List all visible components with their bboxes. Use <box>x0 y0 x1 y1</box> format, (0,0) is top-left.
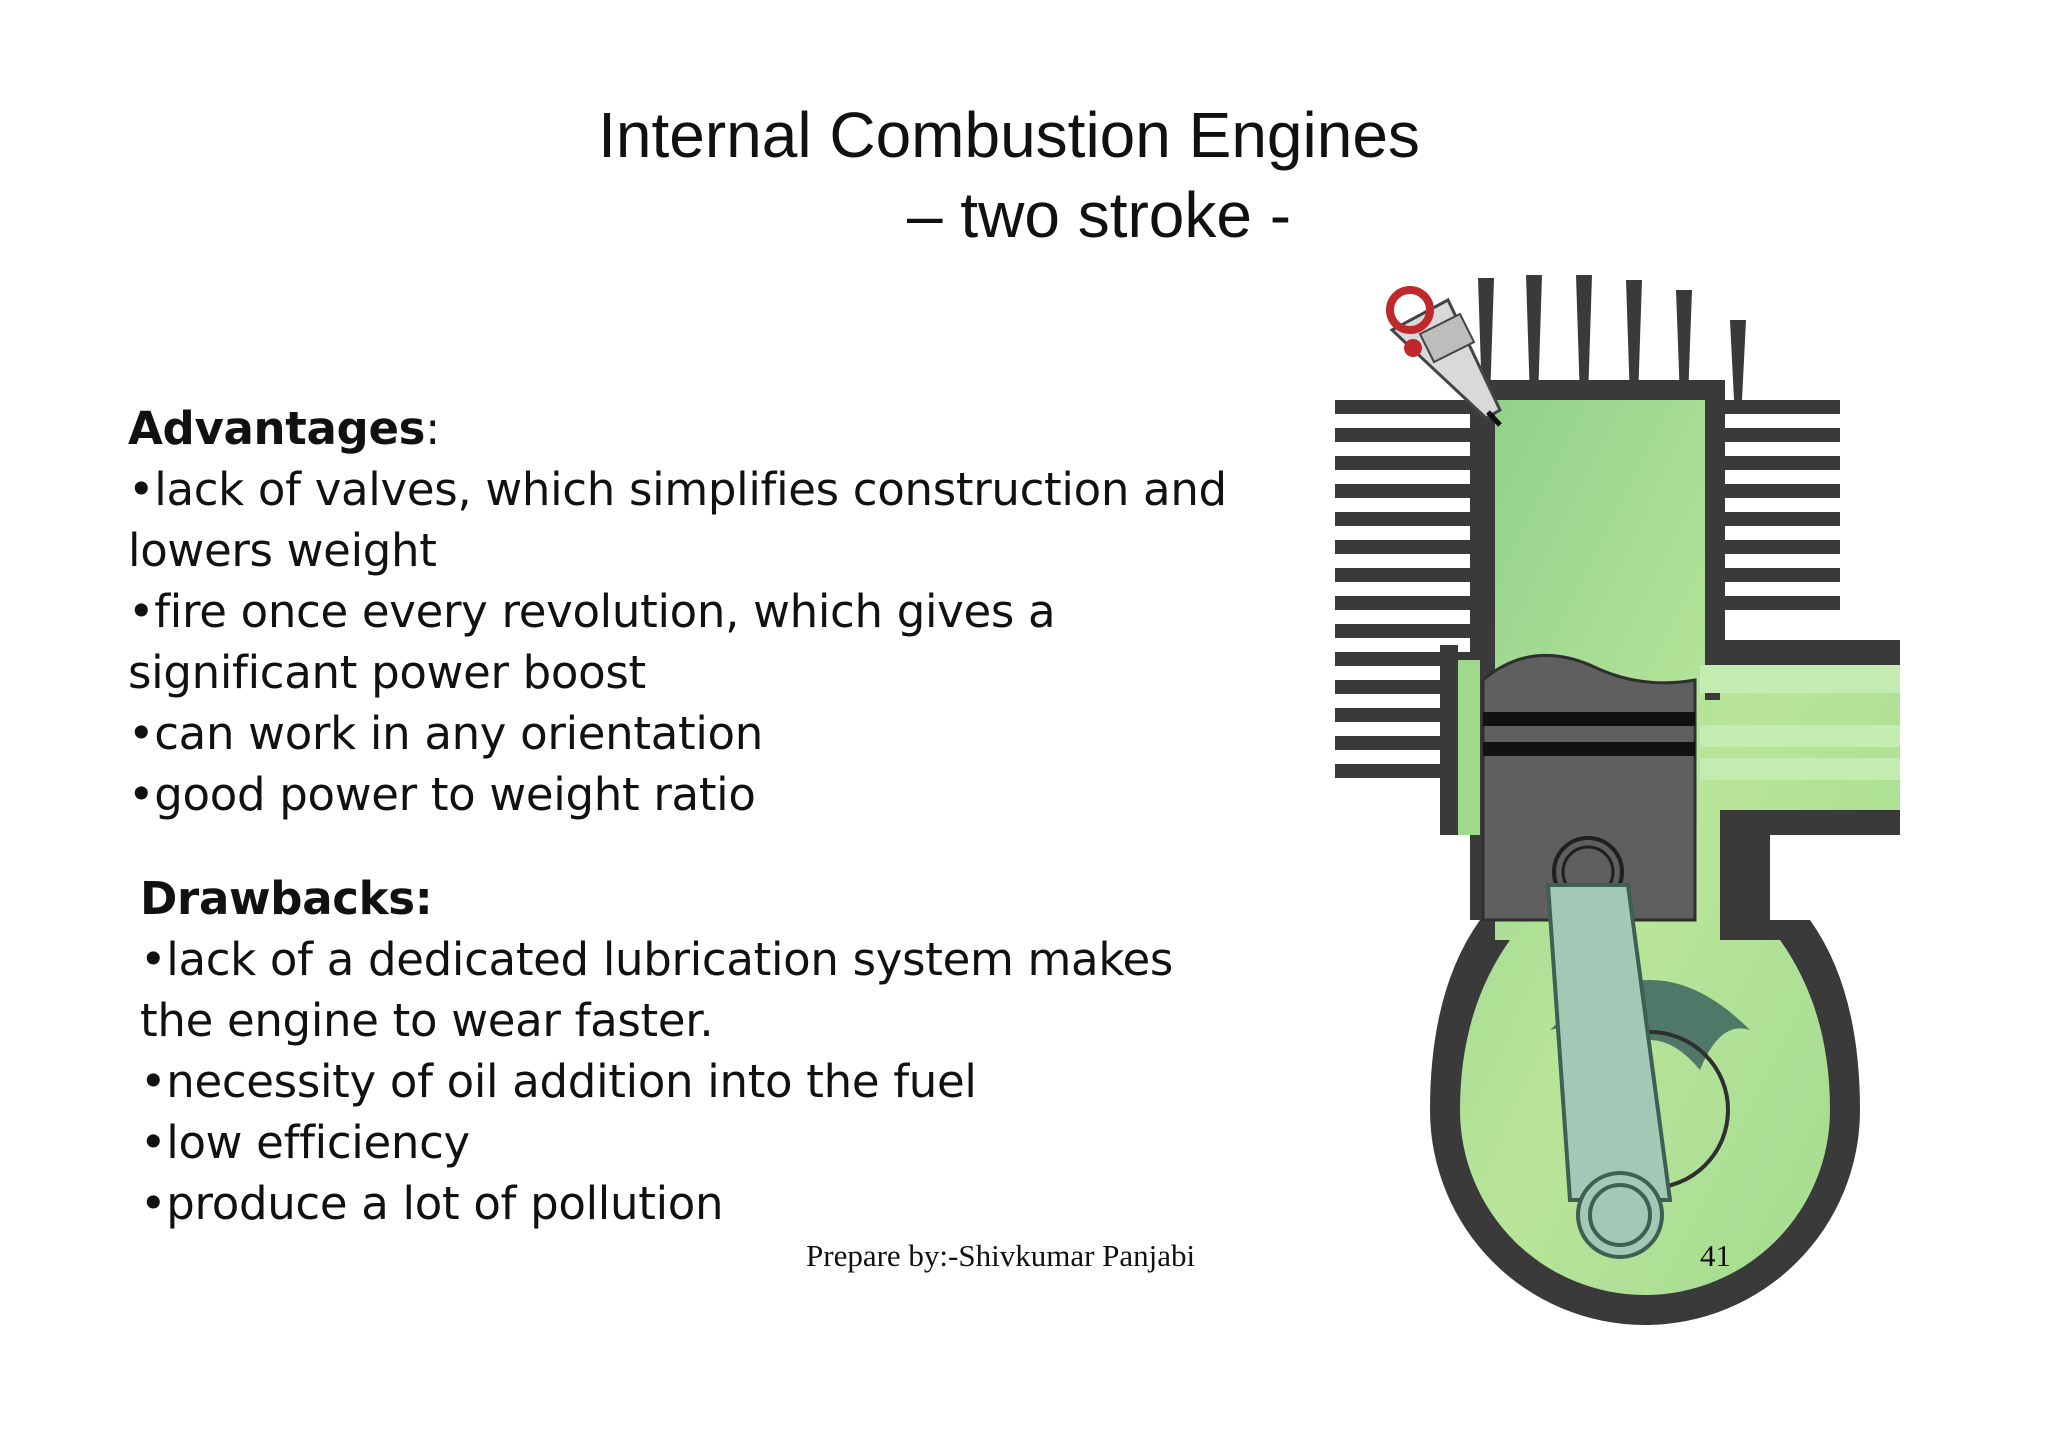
page-number: 41 <box>1700 1238 1731 1273</box>
advantages-heading-line: Advantages: <box>128 398 1227 459</box>
drawbacks-heading: Drawbacks: <box>140 872 433 925</box>
footer-author: Prepare by:-Shivkumar Panjabi <box>806 1238 1196 1273</box>
drawbacks-line: •low efficiency <box>140 1116 470 1169</box>
drawbacks-line: •produce a lot of pollution <box>140 1177 724 1230</box>
exhaust-port <box>1700 665 1900 693</box>
advantages-line: significant power boost <box>128 646 646 699</box>
advantages-line: lowers weight <box>128 524 437 577</box>
drawbacks-line: the engine to wear faster. <box>140 994 714 1047</box>
spark-plug-icon <box>1386 286 1502 427</box>
advantages-line: •can work in any orientation <box>128 707 764 760</box>
piston-ring <box>1483 712 1695 726</box>
advantages-line: •fire once every revolution, which gives… <box>128 585 1056 638</box>
drawbacks-line: •necessity of oil addition into the fuel <box>140 1055 977 1108</box>
slide-title: Internal Combustion Engines – two stroke… <box>0 95 2048 255</box>
drawbacks-line: •lack of a dedicated lubrication system … <box>140 933 1174 986</box>
intake-port <box>1700 725 1900 747</box>
connecting-rod <box>1545 883 1673 1202</box>
advantages-heading: Advantages <box>128 402 426 455</box>
spark-plug-cap <box>1386 286 1434 334</box>
title-line-1: Internal Combustion Engines <box>598 99 1420 171</box>
title-line-2: – two stroke - <box>906 179 1292 251</box>
piston-ring <box>1483 742 1695 756</box>
drawbacks-section: Drawbacks: •lack of a dedicated lubricat… <box>140 868 1173 1234</box>
advantages-line: •lack of valves, which simplifies constr… <box>128 463 1227 516</box>
transfer-passage <box>1440 645 1458 835</box>
advantages-colon: : <box>425 402 441 455</box>
advantages-line: •good power to weight ratio <box>128 768 756 821</box>
advantages-section: Advantages: •lack of valves, which simpl… <box>128 398 1227 825</box>
two-stroke-engine-illustration <box>1335 275 1900 1325</box>
